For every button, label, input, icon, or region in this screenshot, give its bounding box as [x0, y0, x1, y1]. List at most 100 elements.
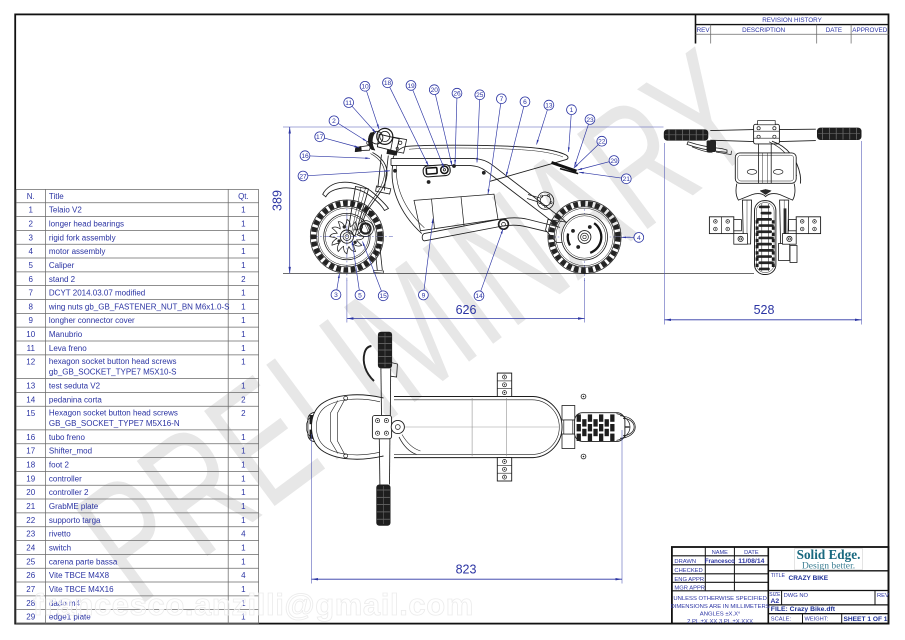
svg-text:1: 1 [241, 261, 246, 270]
svg-text:REV: REV [697, 27, 711, 34]
svg-text:9: 9 [422, 292, 426, 299]
svg-text:25: 25 [26, 557, 35, 566]
svg-text:14: 14 [475, 293, 483, 300]
svg-text:CRAZY BIKE: CRAZY BIKE [789, 575, 829, 582]
svg-text:dado m4: dado m4 [49, 599, 81, 608]
svg-text:1: 1 [29, 206, 34, 215]
svg-text:DESCRIPTION: DESCRIPTION [742, 27, 785, 34]
svg-text:1: 1 [241, 358, 246, 367]
svg-text:Title: Title [49, 192, 64, 201]
svg-text:21: 21 [26, 502, 35, 511]
svg-text:15: 15 [26, 409, 35, 418]
svg-text:Shifter_mod: Shifter_mod [49, 447, 92, 456]
svg-text:11: 11 [345, 100, 352, 107]
svg-text:Hexagon socket button head scr: Hexagon socket button head screws [49, 409, 178, 418]
svg-text:26: 26 [26, 571, 35, 580]
svg-text:1: 1 [241, 233, 246, 242]
svg-text:controller: controller [49, 474, 82, 483]
svg-text:Qt.: Qt. [238, 192, 249, 201]
svg-text:ENG APPR: ENG APPR [674, 577, 704, 583]
svg-text:stand 2: stand 2 [49, 275, 76, 284]
svg-text:2 PL ±X.XX 3 PL ±X.XXX: 2 PL ±X.XX 3 PL ±X.XXX [687, 619, 753, 625]
svg-text:DRAWN: DRAWN [674, 559, 696, 565]
svg-text:test seduta V2: test seduta V2 [49, 381, 101, 390]
svg-text:4: 4 [241, 530, 246, 539]
svg-text:DCYT 2014.03.07 modified: DCYT 2014.03.07 modified [49, 289, 145, 298]
svg-text:16: 16 [26, 433, 35, 442]
svg-text:switch: switch [49, 543, 71, 552]
svg-text:28: 28 [26, 599, 35, 608]
svg-text:14: 14 [26, 395, 35, 404]
svg-text:1: 1 [241, 474, 246, 483]
svg-text:6: 6 [523, 99, 527, 106]
svg-text:8: 8 [29, 302, 34, 311]
svg-text:5: 5 [29, 261, 34, 270]
svg-text:20: 20 [431, 87, 439, 94]
svg-text:1: 1 [241, 247, 246, 256]
svg-text:rigid fork assembly: rigid fork assembly [49, 233, 116, 242]
svg-text:tubo freno: tubo freno [49, 433, 86, 442]
svg-text:GB_GB_SOCKET_TYPE7 M5X16-N: GB_GB_SOCKET_TYPE7 M5X16-N [49, 419, 180, 428]
svg-text:19: 19 [26, 474, 35, 483]
svg-text:1: 1 [241, 381, 246, 390]
svg-text:DATE: DATE [826, 27, 842, 34]
svg-text:2: 2 [241, 409, 246, 418]
svg-text:11/08/14: 11/08/14 [738, 558, 764, 565]
svg-text:REV: REV [877, 593, 889, 599]
svg-text:22: 22 [26, 516, 35, 525]
svg-text:6: 6 [29, 275, 34, 284]
svg-text:longer head bearings: longer head bearings [49, 219, 124, 228]
svg-text:23: 23 [26, 530, 35, 539]
svg-text:27: 27 [26, 585, 35, 594]
svg-text:1: 1 [241, 543, 246, 552]
svg-text:18: 18 [384, 80, 392, 87]
svg-text:1: 1 [241, 516, 246, 525]
svg-text:7: 7 [29, 289, 34, 298]
svg-text:23: 23 [586, 117, 594, 124]
svg-text:GrabME plate: GrabME plate [49, 502, 99, 511]
svg-text:2: 2 [241, 395, 246, 404]
svg-text:528: 528 [754, 303, 775, 317]
svg-text:Leva freno: Leva freno [49, 344, 87, 353]
svg-text:13: 13 [545, 103, 553, 110]
svg-text:Vite TBCE M4X8: Vite TBCE M4X8 [49, 571, 110, 580]
svg-text:1: 1 [241, 289, 246, 298]
svg-text:A2: A2 [770, 598, 779, 605]
svg-text:Francesco: Francesco [705, 559, 735, 565]
svg-text:17: 17 [316, 134, 324, 141]
svg-text:5: 5 [358, 292, 362, 299]
svg-text:Telaio V2: Telaio V2 [49, 206, 82, 215]
svg-text:4: 4 [637, 235, 641, 242]
svg-text:rivetto: rivetto [49, 530, 71, 539]
svg-text:1: 1 [241, 344, 246, 353]
svg-text:francesco.anzilli@gmail.com: francesco.anzilli@gmail.com [33, 587, 474, 622]
svg-text:SCALE:: SCALE: [771, 616, 792, 622]
svg-text:1: 1 [241, 206, 246, 215]
svg-text:Solid Edge.: Solid Edge. [797, 547, 861, 562]
svg-text:motor assembly: motor assembly [49, 247, 105, 256]
svg-text:Design better.: Design better. [802, 561, 855, 572]
svg-text:27: 27 [299, 173, 307, 180]
svg-text:1: 1 [241, 599, 246, 608]
svg-text:gb_GB_SOCKET_TYPE7 M5X10-S: gb_GB_SOCKET_TYPE7 M5X10-S [49, 367, 177, 376]
svg-text:carena parte bassa: carena parte bassa [49, 557, 118, 566]
svg-text:4: 4 [29, 247, 34, 256]
svg-text:24: 24 [26, 543, 35, 552]
svg-text:Vite TBCE M4X16: Vite TBCE M4X16 [49, 585, 114, 594]
svg-text:3: 3 [29, 233, 34, 242]
svg-text:longher connector cover: longher connector cover [49, 316, 135, 325]
svg-text:823: 823 [456, 563, 477, 577]
svg-text:WEIGHT:: WEIGHT: [805, 616, 829, 622]
svg-text:29: 29 [26, 613, 35, 622]
svg-text:17: 17 [26, 447, 35, 456]
svg-text:REVISION HISTORY: REVISION HISTORY [762, 17, 822, 24]
svg-text:1: 1 [241, 302, 246, 311]
svg-text:1: 1 [241, 316, 246, 325]
svg-text:1: 1 [241, 219, 246, 228]
svg-text:APPROVED: APPROVED [852, 27, 887, 34]
svg-text:foot 2: foot 2 [49, 460, 70, 469]
svg-text:pedanina corta: pedanina corta [49, 395, 102, 404]
svg-text:ANGLES ±X.X°: ANGLES ±X.X° [700, 612, 741, 618]
svg-text:UNLESS OTHERWISE SPECIFIED: UNLESS OTHERWISE SPECIFIED [673, 596, 767, 602]
svg-text:DWG NO: DWG NO [784, 593, 809, 599]
